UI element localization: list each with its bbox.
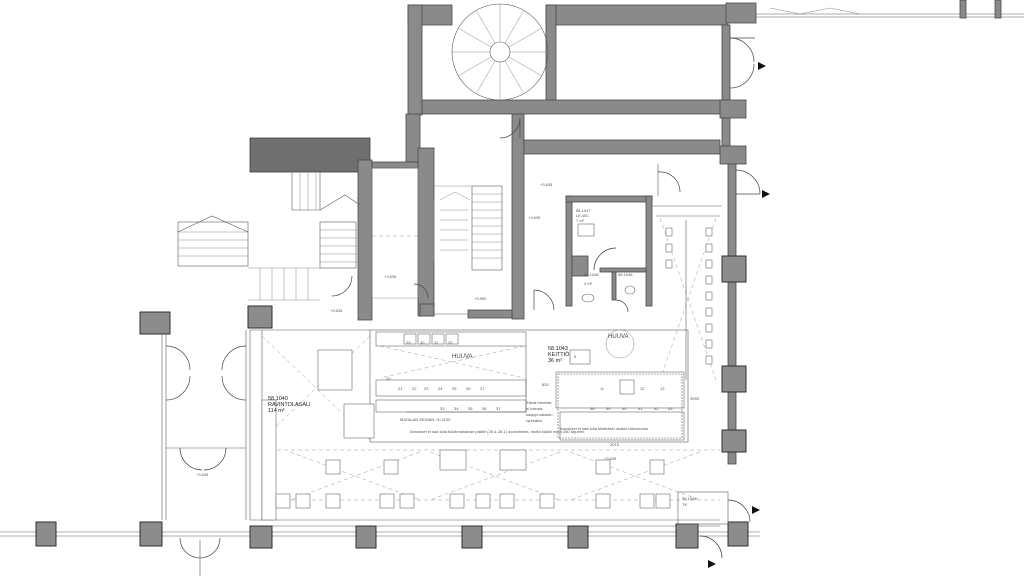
dining-hall <box>250 329 720 527</box>
eq-30: 30 <box>420 340 425 345</box>
kitchen-code: 58.1043 <box>548 346 568 352</box>
huuva-right: HUUVA <box>608 334 629 340</box>
triangle-arrow-icon <box>752 506 760 514</box>
wc-block <box>565 195 653 313</box>
east-seating <box>659 217 717 381</box>
eq-23: 23 <box>424 386 429 391</box>
eq-36: 36 <box>482 406 487 411</box>
dining-area: 114 m² <box>268 408 285 414</box>
corner-code: 58.1049 <box>682 496 697 501</box>
eq-21: 21 <box>398 386 403 391</box>
eq-20: 20 <box>386 376 391 381</box>
eq-43: 43 <box>668 406 673 411</box>
corner-room <box>677 491 760 525</box>
wc1-name: LE-WC <box>576 213 589 218</box>
lower-note: Annokset ei saa tulla tuloilmahaaran pää… <box>410 429 584 434</box>
north-wing <box>407 0 1024 116</box>
eq-25: 25 <box>452 386 457 391</box>
dim-2015: 2015 <box>610 442 620 447</box>
eq-38: 38 <box>590 406 595 411</box>
side-note-1: Tämä toiminta <box>526 400 552 405</box>
wc3-code: 58.1046 <box>618 272 633 277</box>
triangle-arrow-icon <box>708 560 716 568</box>
dim-3955: 3955 <box>690 396 700 401</box>
level-entrance: +3.635 <box>196 472 209 477</box>
dining-name: RAVINTOLASALI <box>268 402 311 408</box>
eq-13: 13 <box>660 386 665 391</box>
eq-40: 40 <box>622 406 627 411</box>
level-core-left: +3.635 <box>384 274 397 279</box>
side-note-3: kaappi-valaisin <box>526 412 552 417</box>
eq-39: 39 <box>606 406 611 411</box>
east-wall <box>652 163 770 465</box>
level-dining-mid: +3.635 <box>604 456 617 461</box>
eq-33: 33 <box>440 406 445 411</box>
eq-32: 32 <box>448 340 453 345</box>
kitchen <box>369 329 689 443</box>
kitchen-name: KEITTIÖ <box>548 351 570 358</box>
triangle-arrow-icon <box>762 190 770 198</box>
left-core <box>177 137 555 321</box>
eq-24: 24 <box>438 386 443 391</box>
eq-26: 26 <box>466 386 471 391</box>
eq-35: 35 <box>468 406 473 411</box>
eq-42: 42 <box>654 406 659 411</box>
eq-29: 29 <box>406 340 411 345</box>
central-core <box>405 99 747 320</box>
eq-27: 27 <box>480 386 485 391</box>
level-core-mid: +3.590 <box>474 296 487 301</box>
side-note-4: ryhmäksi <box>526 418 542 423</box>
kitchen-area: 36 m² <box>548 358 562 364</box>
eq-31: 31 <box>434 340 439 345</box>
triangle-arrow-icon <box>758 62 766 70</box>
level-east-corridor: +3.635 <box>540 182 553 187</box>
corner-name: TK <box>682 502 687 507</box>
side-note-2: ei toteuta <box>526 406 543 411</box>
level-landing-left: +3.635 <box>330 308 343 313</box>
south-facade <box>0 521 760 576</box>
west-entrance <box>139 305 273 520</box>
wc2-code: 58.1045 <box>584 272 599 277</box>
spiral-stair-icon <box>451 3 549 101</box>
north-door <box>729 37 766 89</box>
eq-34: 34 <box>454 406 459 411</box>
eq-11: 11 <box>600 386 605 391</box>
kitchen-note: Annokset ei saa tulla kiinteäksi osaksi … <box>560 426 649 431</box>
wc1-area: 7 m² <box>576 218 585 223</box>
eq-41: 41 <box>638 406 643 411</box>
wc2-area: 2 m² <box>584 281 593 286</box>
eq-37: 37 <box>496 406 501 411</box>
eq-12: 12 <box>640 386 645 391</box>
counter-note: MATALAN SEINÄN, H=1100 <box>400 417 451 422</box>
dim-820: 820 <box>542 382 549 387</box>
eq-22: 22 <box>412 386 417 391</box>
dining-code: 58.1040 <box>268 396 288 402</box>
huuva-left: HUUVA <box>452 354 473 360</box>
eq-9: 9 <box>574 354 577 359</box>
straight-stair-icon <box>433 185 503 271</box>
wc1-code: 58.1047 <box>576 208 591 213</box>
level-stair-upper: +3.635 <box>528 215 541 220</box>
